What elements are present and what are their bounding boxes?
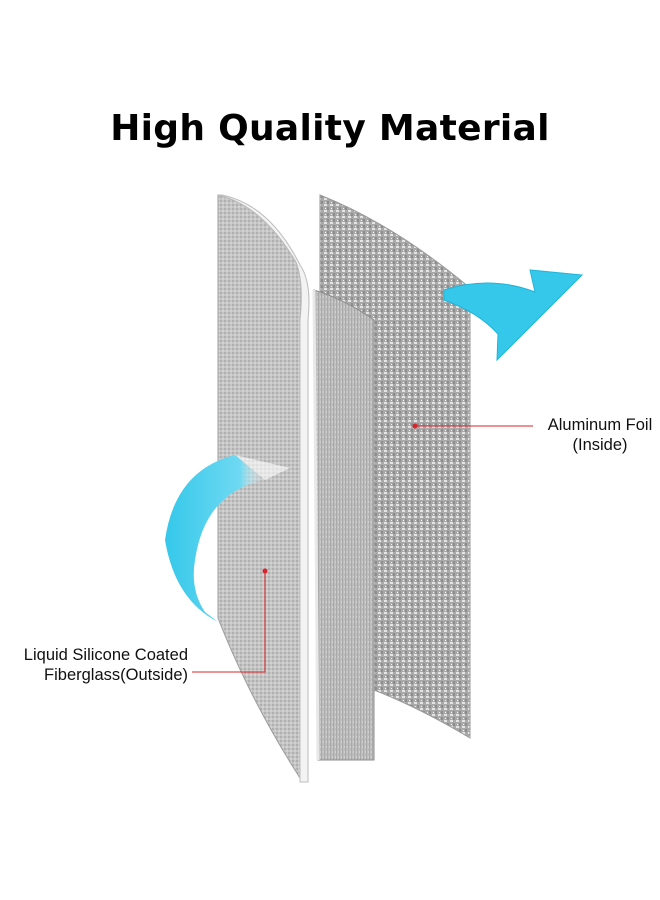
fiber-label-line1: Liquid Silicone Coated — [23, 646, 188, 664]
foil-marker-dot — [412, 423, 418, 429]
page-title: High Quality Material — [110, 108, 550, 149]
fiberglass-marker-dot — [262, 568, 268, 574]
fiberglass-middle-layer — [312, 289, 375, 761]
curved-arrow-icon — [443, 269, 584, 362]
fiberglass-label: Liquid Silicone Coated Fiberglass(Outsid… — [2, 645, 188, 685]
fiberglass-leader-line — [192, 571, 266, 673]
foil-label-line1: Aluminum Foil — [547, 416, 653, 434]
aluminum-foil-label: Aluminum Foil (Inside) — [536, 415, 660, 455]
curved-arrow-icon — [165, 455, 290, 622]
silicone-fiberglass-layer — [217, 194, 310, 783]
foil-label-line2: (Inside) — [572, 436, 628, 454]
fiber-label-line2: Fiberglass(Outside) — [44, 666, 188, 684]
